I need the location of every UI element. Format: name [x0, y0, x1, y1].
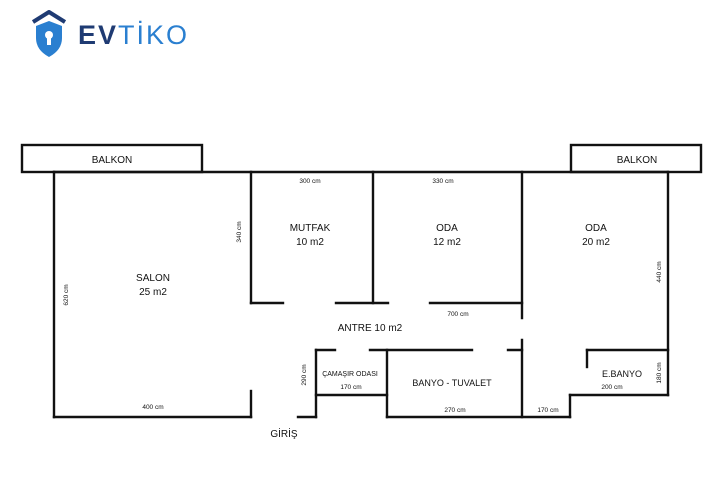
room-mutfak-area: 10 m2 [296, 237, 324, 248]
dim-mutfak-width: 300 cm [299, 178, 320, 185]
room-oda2-name: ODA [585, 223, 607, 234]
room-oda2-area: 20 m2 [582, 237, 610, 248]
brand-name-bold: EV [78, 20, 119, 50]
room-salon-name: SALON [136, 273, 170, 284]
dim-ebanyo-depth: 180 cm [656, 362, 663, 383]
dim-hall-width: 700 cm [447, 311, 468, 318]
room-ebanyo: E.BANYO [602, 369, 642, 379]
dim-salon-depth: 620 cm [63, 284, 70, 305]
room-oda1-area: 12 m2 [433, 237, 461, 248]
dimension-labels: 300 cm 330 cm 340 cm 620 cm 400 cm 700 c… [63, 178, 663, 414]
brand-name-light: TİKO [118, 20, 190, 50]
house-shield-logo-icon [31, 10, 67, 57]
dim-oda2-depth: 440 cm [656, 261, 663, 282]
dim-camasir-width: 170 cm [340, 384, 361, 391]
dim-corridor-width: 170 cm [537, 407, 558, 414]
balcony-label-left: BALKON [92, 155, 133, 166]
entrance-label: GİRİŞ [270, 427, 298, 440]
room-oda1-name: ODA [436, 223, 458, 234]
room-mutfak-name: MUTFAK [290, 223, 331, 234]
dim-camasir-depth: 290 cm [301, 364, 308, 385]
dim-mutfak-depth: 340 cm [236, 221, 243, 242]
room-banyo: BANYO - TUVALET [412, 378, 492, 388]
dim-oda1-width: 330 cm [432, 178, 453, 185]
balcony-label-right: BALKON [617, 155, 658, 166]
room-salon-area: 25 m2 [139, 287, 167, 298]
walls [20, 143, 703, 419]
room-camasir: ÇAMAŞIR ODASI [322, 371, 378, 378]
dim-banyo-width: 270 cm [444, 407, 465, 414]
room-antre: ANTRE 10 m2 [338, 323, 403, 334]
dim-salon-width: 400 cm [142, 404, 163, 411]
brand-name: EVTİKO [78, 19, 189, 51]
brand-logo: EVTİKO [30, 10, 190, 60]
dim-ebanyo-width: 200 cm [601, 384, 622, 391]
